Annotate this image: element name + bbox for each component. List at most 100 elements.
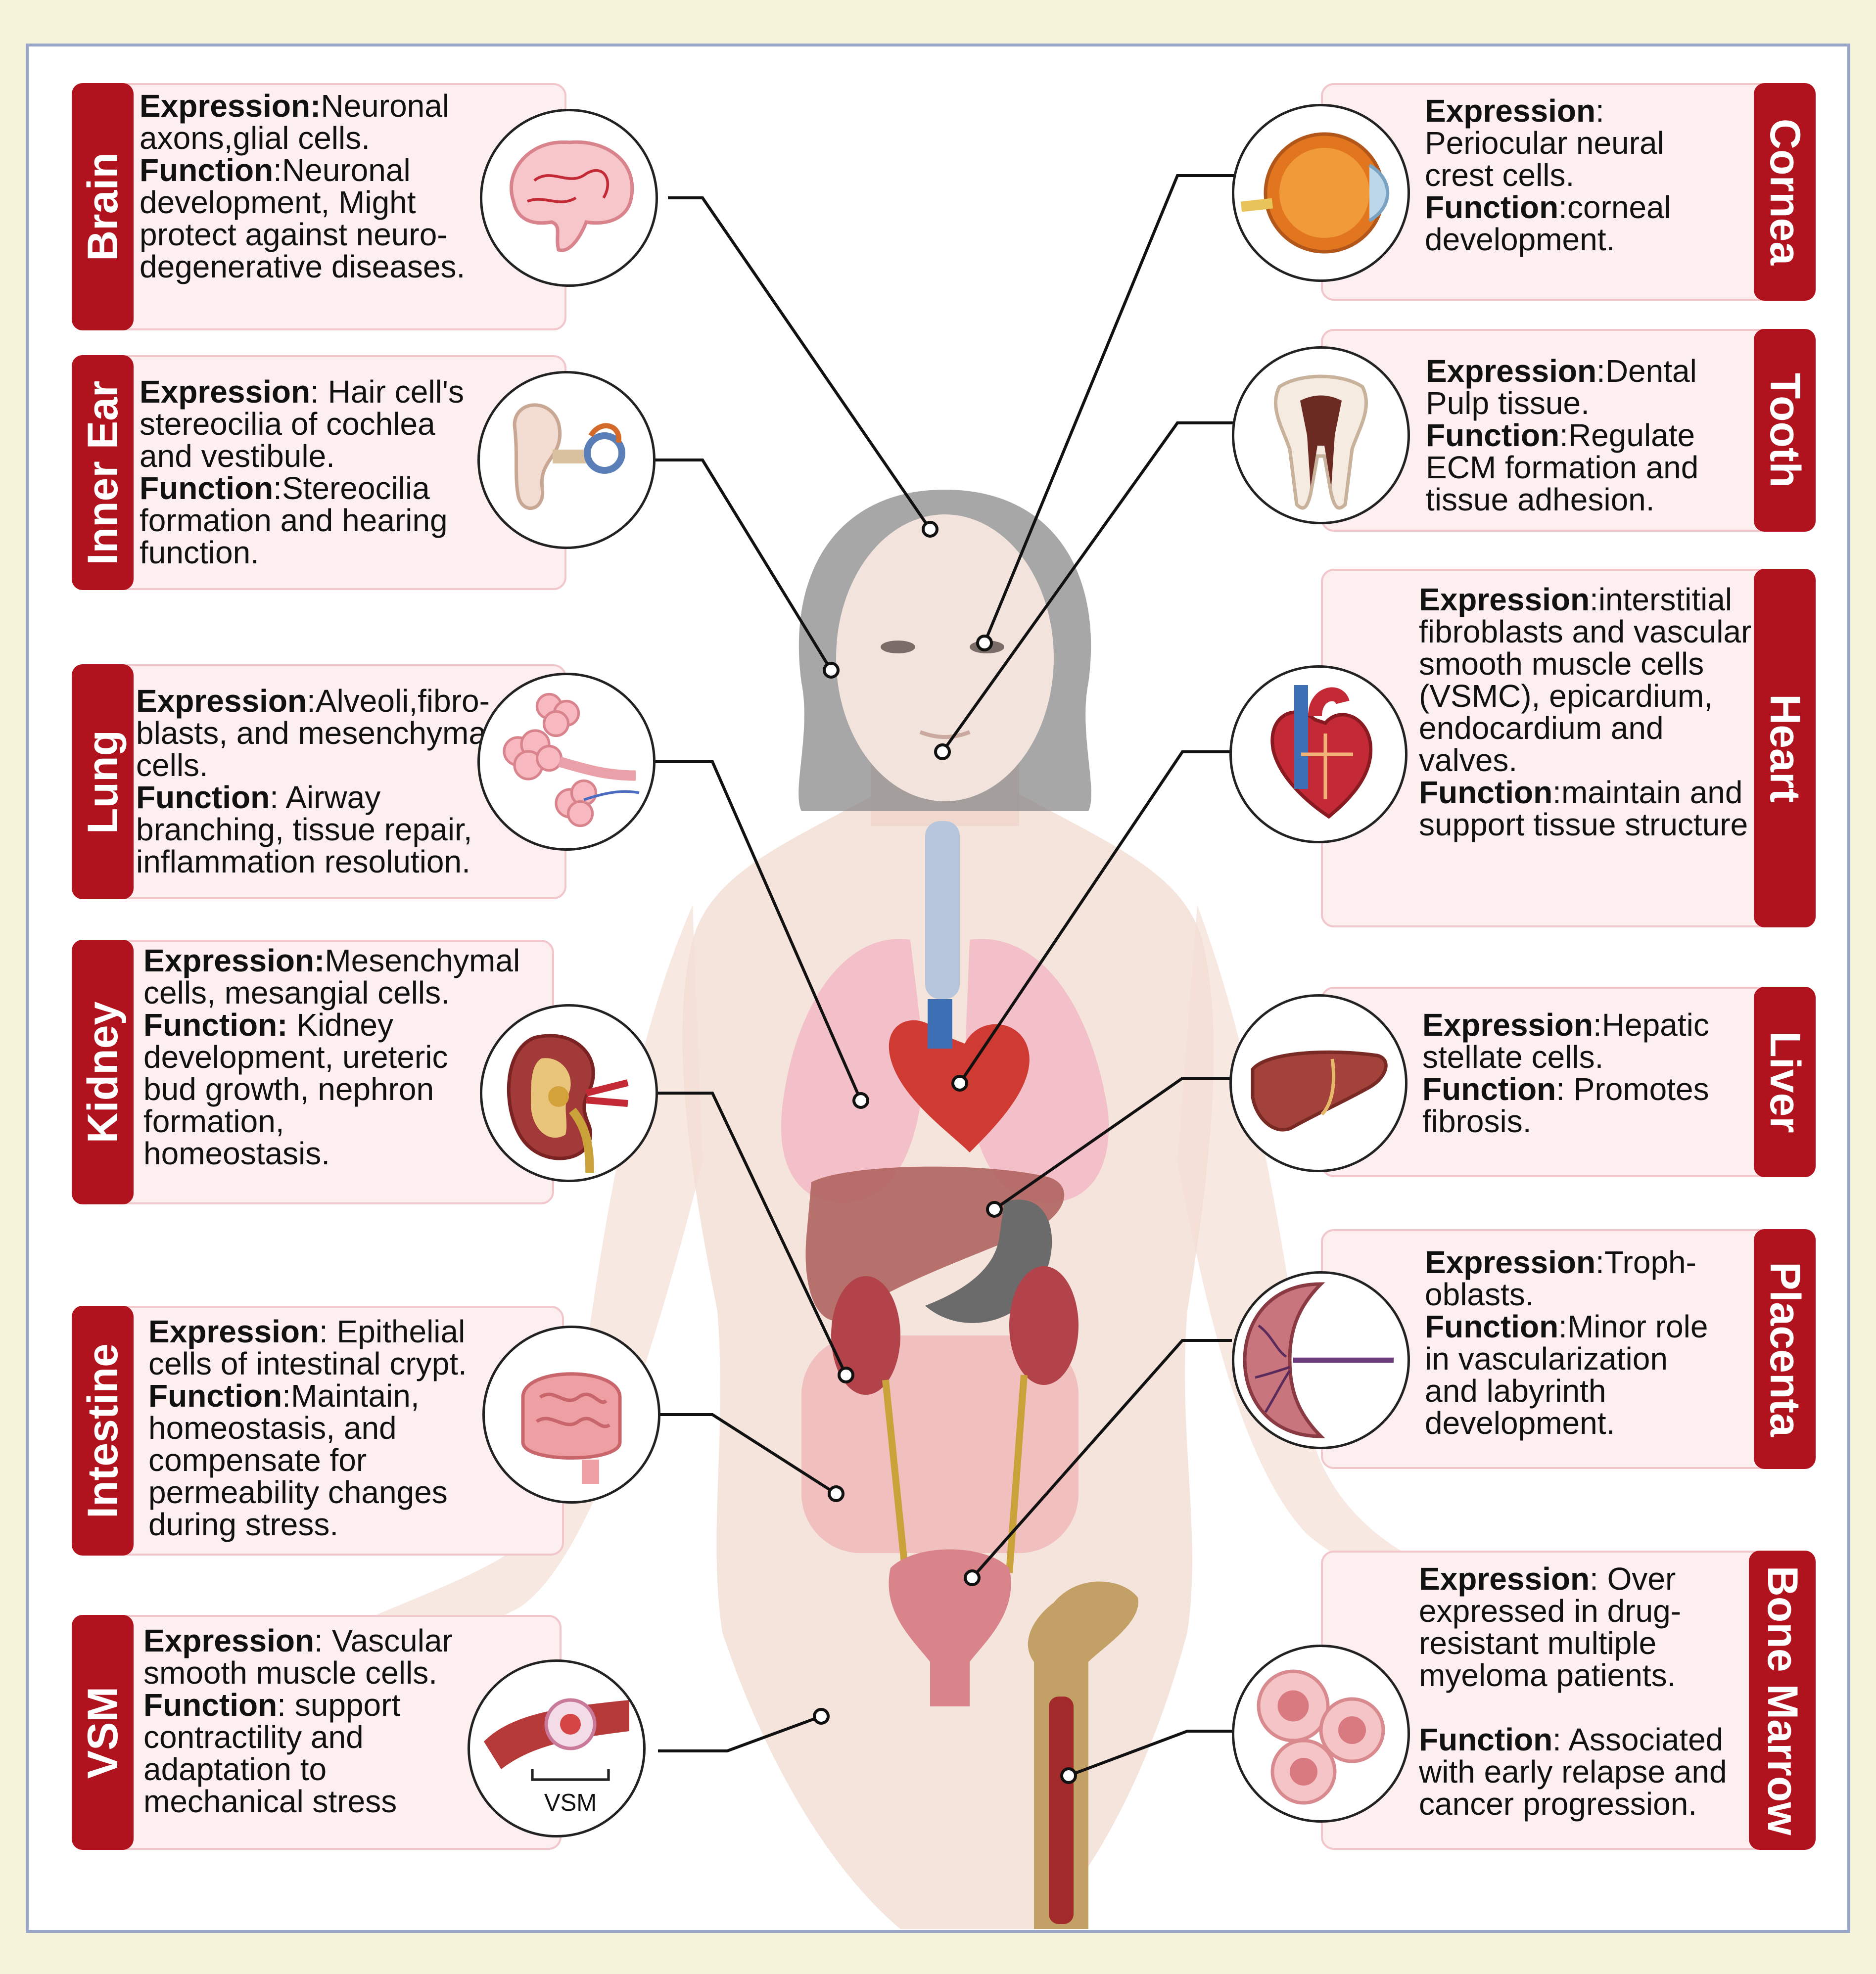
intestine-function: :Maintain, homeostasis, and compensate f… [148,1378,448,1542]
tooth-icon [1232,346,1410,524]
bone-marrow-text: Expression: Over expressed in drug-resis… [1419,1563,1745,1820]
brain-function-label: Function [140,152,274,188]
liver-expression: :Hepatic stellate cells. [1422,1007,1709,1075]
inner-ear-function-label: Function [140,470,274,506]
intestine-leader [658,1413,837,1495]
intestine-text: Expression: Epithelial cells of intestin… [148,1316,495,1541]
inner-ear-leader [648,459,833,671]
vsm-expression-label: Expression [143,1623,315,1658]
vsm-tab-label: VSM [79,1686,127,1779]
bone-marrow-tab-label: Bone Marrow [1758,1565,1806,1835]
placenta-text: Expression:Troph-oblasts. Function:Minor… [1425,1246,1722,1439]
inner-ear-expression-label: Expression [140,374,311,410]
lung-function-label: Function [136,780,270,815]
kidney-text: Expression:Mesenchymal cells, mesangial … [143,945,520,1171]
brain-leader [668,196,932,530]
right-lung [965,939,1109,1203]
lung-function: : Airway branching, tissue repair, infla… [136,780,472,879]
tooth-text: Expression:Dental Pulp tissue. Function:… [1426,355,1742,516]
liver-function-label: Function [1422,1071,1556,1107]
liver-text: Expression:Hepatic stellate cells. Funct… [1422,1009,1749,1138]
brain-tab: Brain [72,83,134,330]
placenta-tab: Placenta [1754,1229,1816,1469]
body-right-kidney [1009,1266,1079,1385]
intestine-dot [828,1485,844,1502]
heart-expression: :interstitial fibroblasts and vascular s… [1419,582,1752,778]
lung-text: Expression:Alveoli,fibro-blasts, and mes… [136,685,507,878]
body-left-kidney [831,1276,900,1395]
liver-expression-label: Expression [1422,1007,1594,1043]
eye-icon [1232,104,1410,282]
brain-function: :Neuronal development, Might protect aga… [140,152,466,284]
heart-dot [951,1075,968,1092]
inner-ear-text: Expression: Hair cell's stereocilia of c… [140,376,486,569]
bone-marrow-expression: : Over expressed in drug-resistant multi… [1419,1561,1682,1693]
trachea [925,821,960,999]
liver-tab: Liver [1754,987,1816,1177]
heart-text: Expression:interstitial fibroblasts and … [1419,584,1755,841]
placenta-function: :Minor role in vascularization and labyr… [1425,1309,1708,1441]
vsm-function-label: Function [143,1687,278,1723]
tooth-function-label: Function [1426,417,1560,453]
intestine-card [72,1306,564,1556]
brain-dot [922,521,938,538]
cornea-leader [983,174,1237,644]
tooth-tab-label: Tooth [1761,372,1809,488]
tooth-leader [941,421,1237,753]
bone-marrow-cavity [1049,1697,1074,1924]
placenta-function-label: Function [1425,1309,1559,1344]
tooth-function: :Regulate ECM formation and tissue adhes… [1426,417,1699,517]
vsm-expression: : Vascular smooth muscle cells. [143,1623,453,1691]
cornea-expression-label: Expression [1425,93,1596,129]
tooth-expression-label: Expression [1426,353,1597,389]
liver-leader [993,1077,1232,1211]
placenta-leader [971,1339,1232,1579]
vsm-dot [813,1708,830,1725]
face [836,514,1054,801]
liver-function: : Promotes fibrosis. [1422,1071,1709,1139]
brain-expression-label: Expression: [140,88,321,124]
uterus [889,1549,1011,1706]
kidney-expression: Mesenchymal cells, mesangial cells. [143,943,520,1010]
brain-icon [480,109,658,287]
cornea-tab: Cornea [1754,83,1816,301]
left-lung [781,939,925,1203]
cornea-text: Expression: Periocular neural crest cell… [1425,95,1741,256]
cornea-tab-label: Cornea [1761,118,1809,266]
tooth-tab: Tooth [1754,329,1816,532]
inner-ear-expression: : Hair cell's stereocilia of cochlea and… [140,374,464,474]
heart-function: :maintain and support tissue structure [1419,775,1748,842]
myeloma-cells-icon [1232,1645,1410,1823]
mouth [919,730,971,739]
heart-tab-label: Heart [1761,693,1809,803]
ureters [882,1375,1028,1573]
kidney-function-label: Function: [143,1007,288,1043]
kidney-icon [480,1004,658,1182]
kidney-tab-label: Kidney [79,1001,127,1143]
vsm-tab: VSM [72,1615,134,1850]
left-eye [881,641,915,653]
aorta [928,999,952,1049]
brain-tab-label: Brain [79,152,127,261]
cornea-dot [976,635,993,651]
lung-leader [648,760,862,1102]
bone-marrow-expression-label: Expression [1419,1561,1590,1597]
tooth-expression: :Dental Pulp tissue. [1426,353,1697,421]
kidney-card [72,940,554,1204]
blood-vessel-icon: VSM [468,1659,646,1837]
kidney-function: Kidney development, ureteric bud growth,… [143,1007,448,1171]
heart-tab: Heart [1754,569,1816,927]
placenta-icon [1232,1271,1410,1449]
kidney-tab: Kidney [72,940,134,1204]
lung-expression: :Alveoli,fibro-blasts, and mesenchymal c… [136,683,494,783]
tooth-dot [934,743,951,760]
bone-marrow-dot [1060,1767,1077,1784]
bone-marrow-function: : Associated with early relapse and canc… [1419,1722,1727,1822]
intestine-tab: Intestine [72,1306,134,1556]
heart-icon [1229,665,1407,843]
liver-dot [986,1201,1003,1218]
inner-ear-tab: Inner Ear [72,355,134,590]
intestine-tab-label: Intestine [79,1343,127,1518]
vsm-leader [658,1715,822,1752]
